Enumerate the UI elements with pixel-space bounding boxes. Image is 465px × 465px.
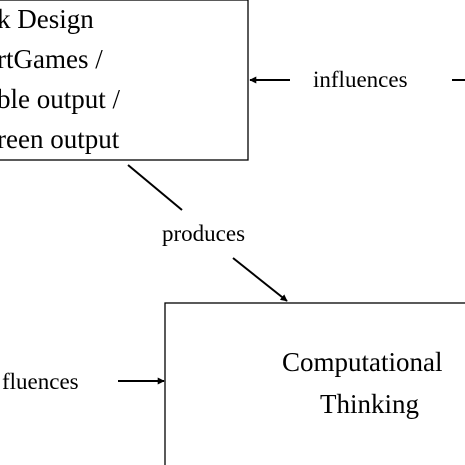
task-box-line-2: rtGames / [0, 44, 103, 74]
task-design-box [0, 0, 249, 161]
produces-line-upper [127, 164, 183, 211]
produces-label: produces [162, 221, 246, 246]
task-box-line-1: k Design [0, 4, 94, 34]
influences-top-label: influences [313, 67, 408, 92]
ct-box-line-1: Computational [282, 347, 443, 377]
influences-left-label: fluences [2, 369, 79, 394]
produces-arrow-lower [232, 257, 288, 302]
computational-thinking-box [164, 302, 465, 465]
ct-box-line-2: Thinking [320, 389, 419, 419]
task-box-line-3: ble output / [0, 84, 120, 114]
task-box-line-4: reen output [0, 124, 120, 154]
